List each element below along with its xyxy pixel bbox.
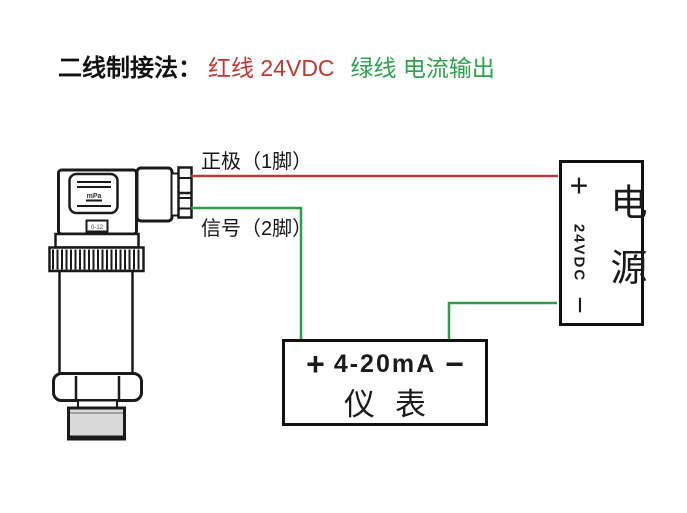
positive-wire-label: 正极（1脚） <box>201 151 313 173</box>
return-green-wire <box>447 301 557 339</box>
terminal-block <box>177 166 193 219</box>
port-neck <box>77 399 118 409</box>
meter-range-row: + 4-20mA − <box>285 346 485 382</box>
pressure-transmitter: mPa 0-12 <box>48 166 193 441</box>
power-plus-terminal: + <box>569 167 589 204</box>
power-voltage-label: 24VDC <box>570 223 588 283</box>
sensor-display <box>68 172 119 215</box>
meter-name: 仪表 <box>344 387 446 422</box>
din-connector <box>135 166 174 223</box>
model-label-plate <box>85 219 109 233</box>
title-prefix: 二线制接法： <box>58 55 202 82</box>
meter-minus-terminal: − <box>445 346 464 382</box>
meter-box: + 4-20mA − 仪表 <box>282 339 488 426</box>
display-unit-text: mPa <box>87 193 102 200</box>
diagram-title: 二线制接法：红线 24VDC 绿线 电流输出 <box>58 53 495 84</box>
model-label-text: 0-12 <box>91 225 104 231</box>
sensor-body <box>58 269 134 376</box>
hex-nut <box>52 372 143 402</box>
signal-wire-label: 信号（2脚） <box>201 218 313 240</box>
meter-range-label: 4-20mA <box>333 349 437 378</box>
power-minus-terminal: − <box>563 296 596 314</box>
collar <box>54 232 140 249</box>
power-supply-box: + 24VDC − 电源 <box>559 160 646 326</box>
title-green-wire-note: 绿线 电流输出 <box>350 55 495 81</box>
knurl-texture <box>52 249 140 270</box>
display-readout-lines <box>77 181 111 207</box>
power-supply-name: 电源 <box>605 183 646 313</box>
pressure-port <box>67 406 126 441</box>
title-red-wire-note: 红线 24VDC <box>208 55 335 81</box>
meter-plus-terminal: + <box>306 346 325 382</box>
